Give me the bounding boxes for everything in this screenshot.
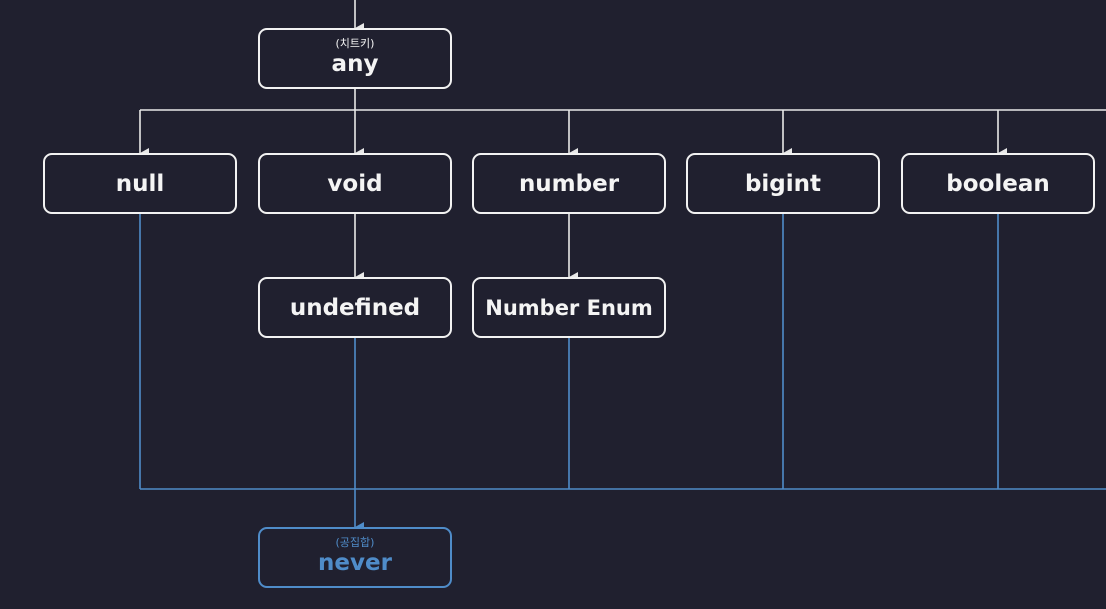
node-undefined: undefined <box>258 277 452 338</box>
node-number-label: number <box>518 170 620 197</box>
node-number-enum: Number Enum <box>472 277 666 338</box>
node-void: void <box>258 153 452 214</box>
node-void-label: void <box>327 170 383 197</box>
node-boolean-label: boolean <box>946 170 1050 197</box>
node-bigint-label: bigint <box>744 170 822 197</box>
node-any-label: any <box>331 51 379 77</box>
node-any-sublabel: (치트키) <box>335 37 375 50</box>
node-boolean: boolean <box>901 153 1095 214</box>
node-number: number <box>472 153 666 214</box>
node-number-enum-label: Number Enum <box>485 295 653 320</box>
node-any: (치트키) any <box>258 28 452 89</box>
node-null: null <box>43 153 237 214</box>
node-never-sublabel: (공집합) <box>335 536 375 549</box>
node-undefined-label: undefined <box>289 294 421 321</box>
node-never-label: never <box>318 550 392 576</box>
node-null-label: null <box>115 170 165 197</box>
node-bigint: bigint <box>686 153 880 214</box>
node-never: (공집합) never <box>258 527 452 588</box>
